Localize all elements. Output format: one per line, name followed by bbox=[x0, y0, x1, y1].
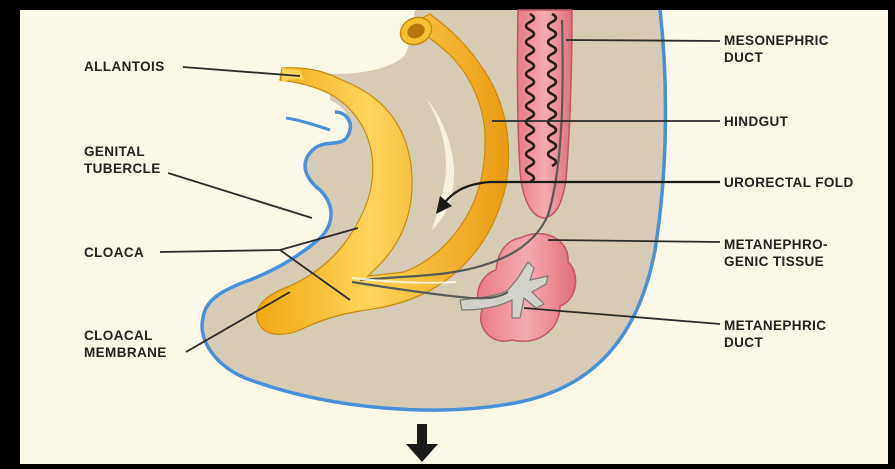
label-hindgut: HINDGUT bbox=[724, 113, 788, 130]
label-hindgut-text: HINDGUT bbox=[724, 113, 788, 130]
label-genital-tubercle: GENITAL TUBERCLE bbox=[84, 143, 161, 177]
label-metanephric-duct: METANEPHRIC DUCT bbox=[724, 317, 826, 351]
label-mesonephric-duct-line1: MESONEPHRIC bbox=[724, 32, 829, 49]
label-allantois-text: ALLANTOIS bbox=[84, 58, 165, 75]
label-urorectal-fold: URORECTAL FOLD bbox=[724, 174, 854, 191]
label-cloaca: CLOACA bbox=[84, 244, 144, 261]
label-mesonephric-duct: MESONEPHRIC DUCT bbox=[724, 32, 829, 66]
label-metanephrogenic-line1: METANEPHRO- bbox=[724, 236, 828, 253]
leader-mesonephric-duct bbox=[566, 40, 720, 41]
label-mesonephric-duct-line2: DUCT bbox=[724, 49, 829, 66]
label-cloacal-membrane: CLOACAL MEMBRANE bbox=[84, 327, 167, 361]
label-metanephrogenic-line2: GENIC TISSUE bbox=[724, 253, 828, 270]
label-cloaca-text: CLOACA bbox=[84, 244, 144, 261]
label-cloacal-membrane-line2: MEMBRANE bbox=[84, 344, 167, 361]
label-metanephric-duct-line1: METANEPHRIC bbox=[724, 317, 826, 334]
label-cloacal-membrane-line1: CLOACAL bbox=[84, 327, 167, 344]
label-genital-tubercle-line1: GENITAL bbox=[84, 143, 161, 160]
label-urorectal-fold-text: URORECTAL FOLD bbox=[724, 174, 854, 191]
label-genital-tubercle-line2: TUBERCLE bbox=[84, 160, 161, 177]
label-metanephric-duct-line2: DUCT bbox=[724, 334, 826, 351]
label-metanephrogenic-tissue: METANEPHRO- GENIC TISSUE bbox=[724, 236, 828, 270]
label-allantois: ALLANTOIS bbox=[84, 58, 165, 75]
